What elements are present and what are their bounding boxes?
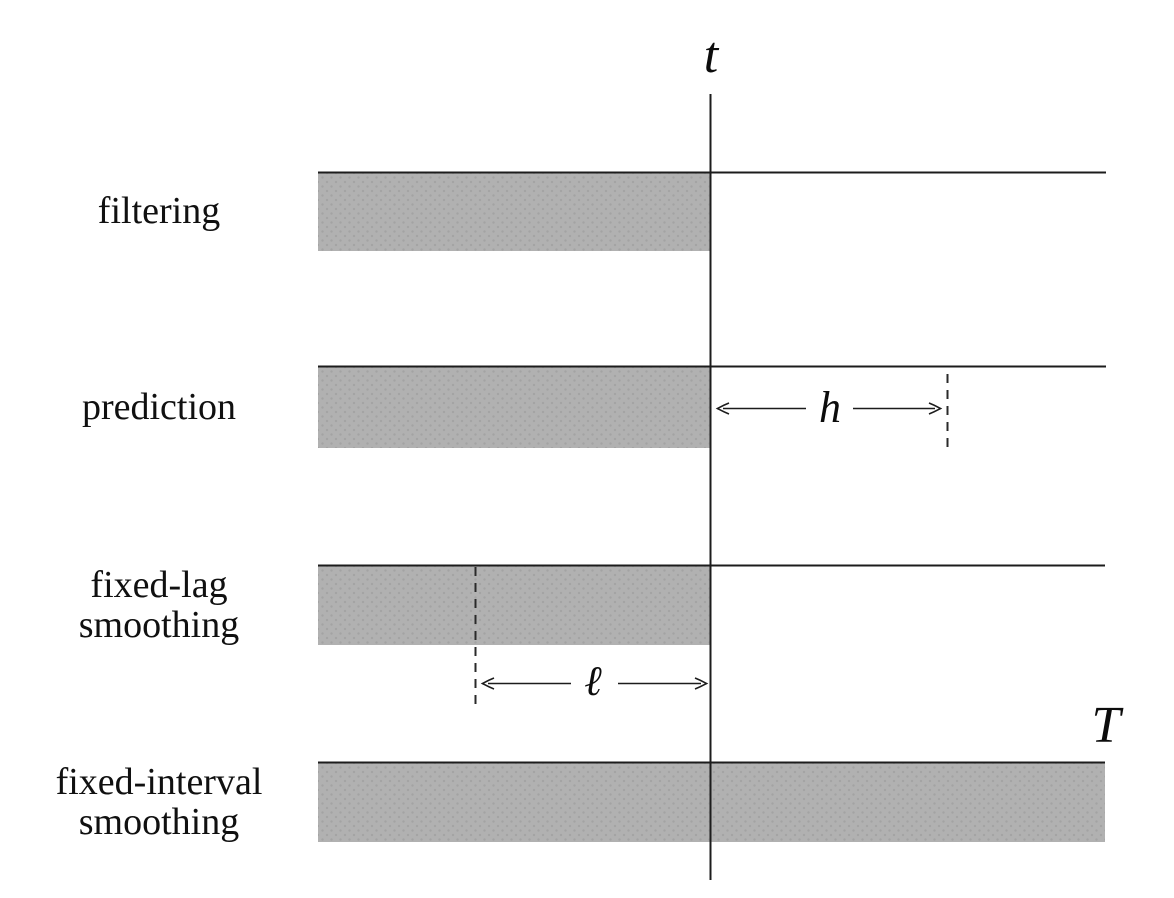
filtering-label: filtering	[97, 190, 221, 233]
prediction-label: prediction	[81, 385, 237, 428]
lag-arrow-right-head	[694, 677, 709, 690]
fixed-lag-smoothing-label: fixed-lag smoothing	[78, 563, 240, 646]
lag-arrow-left-head	[480, 677, 495, 690]
prediction-interval-bar	[318, 367, 711, 448]
time-axis-symbol: t	[703, 27, 719, 84]
h-arrow-right-head	[928, 402, 943, 415]
lag-symbol: ℓ	[584, 656, 602, 705]
fixed-lag-smoothing-interval-bar	[318, 566, 711, 645]
h-arrow-left-head	[715, 402, 730, 415]
filtering-interval-bar	[318, 173, 711, 251]
end-time-symbol: T	[1091, 697, 1121, 754]
prediction-horizon-symbol: h	[819, 383, 841, 432]
fixed-interval-smoothing-label: fixed-interval smoothing	[55, 760, 263, 843]
